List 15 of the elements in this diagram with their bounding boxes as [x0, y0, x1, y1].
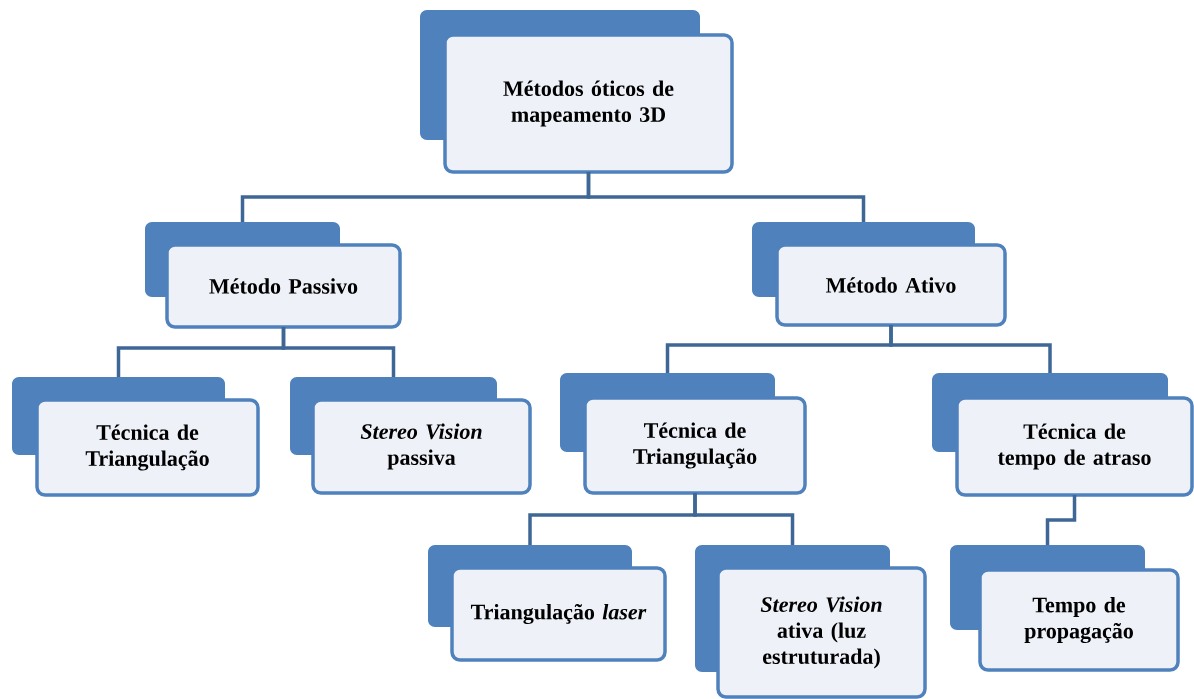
process-box: Stereo Vision passiva	[290, 377, 532, 495]
connector-line	[586, 172, 866, 222]
connector-line	[693, 493, 795, 545]
connector-line	[889, 325, 1052, 373]
process-box: Método Ativo	[752, 222, 1007, 327]
process-box: Stereo Vision ativa (luz estruturada)	[695, 545, 927, 699]
connector-line	[281, 327, 396, 377]
process-box: Técnica de tempo de atraso	[932, 373, 1194, 497]
process-box: Tempo de propagação	[950, 545, 1180, 672]
process-box: Métodos óticos de mapeamento 3D	[420, 10, 734, 174]
process-box: Método Passivo	[145, 222, 402, 329]
process-box: Técnica de Triangulação	[12, 377, 260, 497]
process-box: Triangulação laser	[428, 545, 667, 662]
connector-line	[1045, 495, 1077, 545]
process-box: Técnica de Triangulação	[560, 373, 807, 495]
